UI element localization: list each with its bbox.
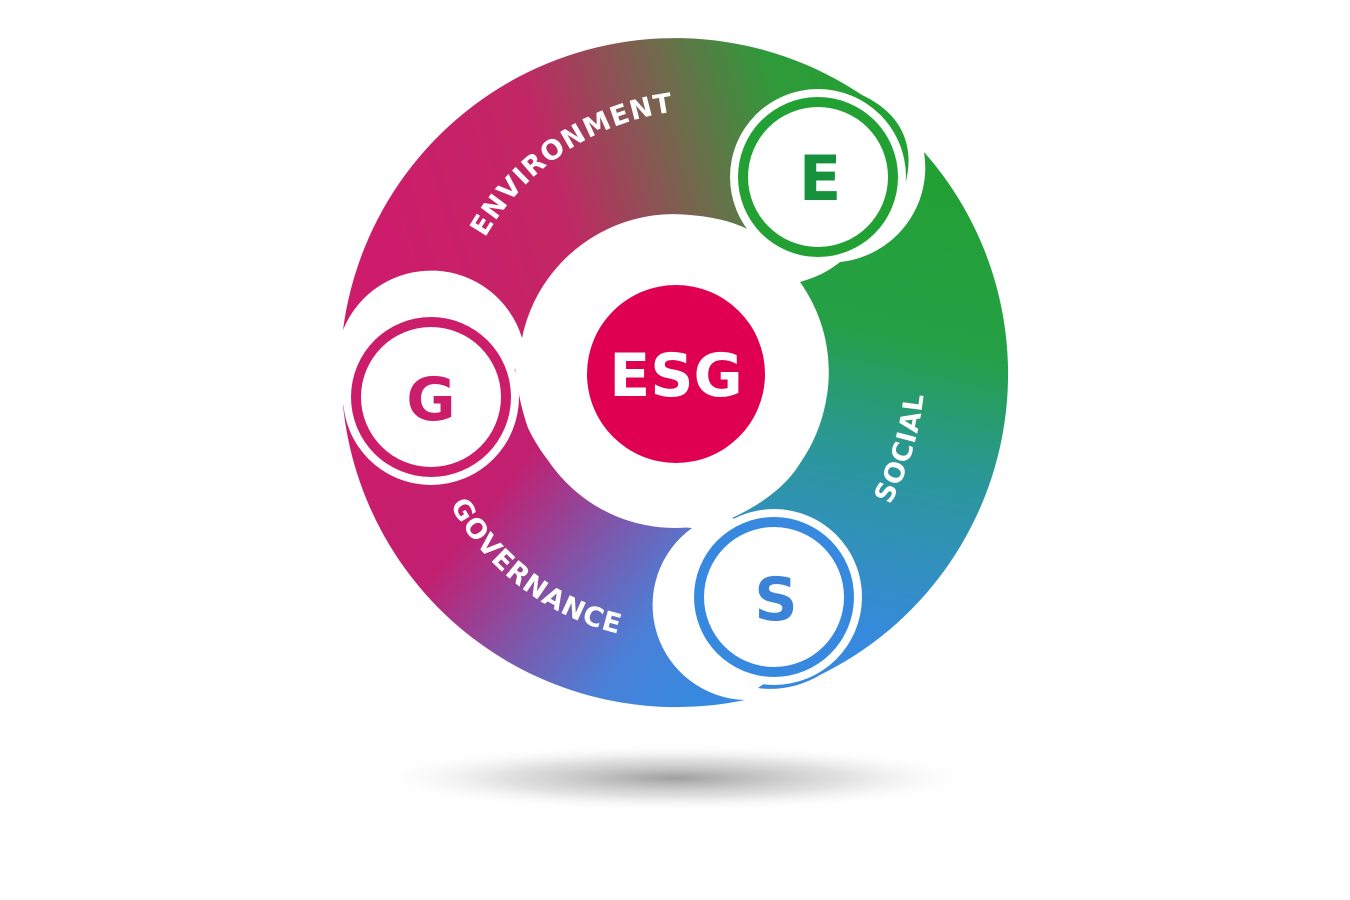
center-label: ESG — [609, 341, 742, 411]
social-node — [704, 527, 844, 667]
governance-letter: G — [406, 365, 455, 435]
center-hub — [587, 285, 765, 463]
environment-node — [748, 107, 888, 247]
floor-shadow — [365, 744, 985, 812]
environment-letter: E — [799, 142, 841, 215]
social-letter: S — [754, 565, 797, 635]
governance-node — [361, 327, 501, 467]
